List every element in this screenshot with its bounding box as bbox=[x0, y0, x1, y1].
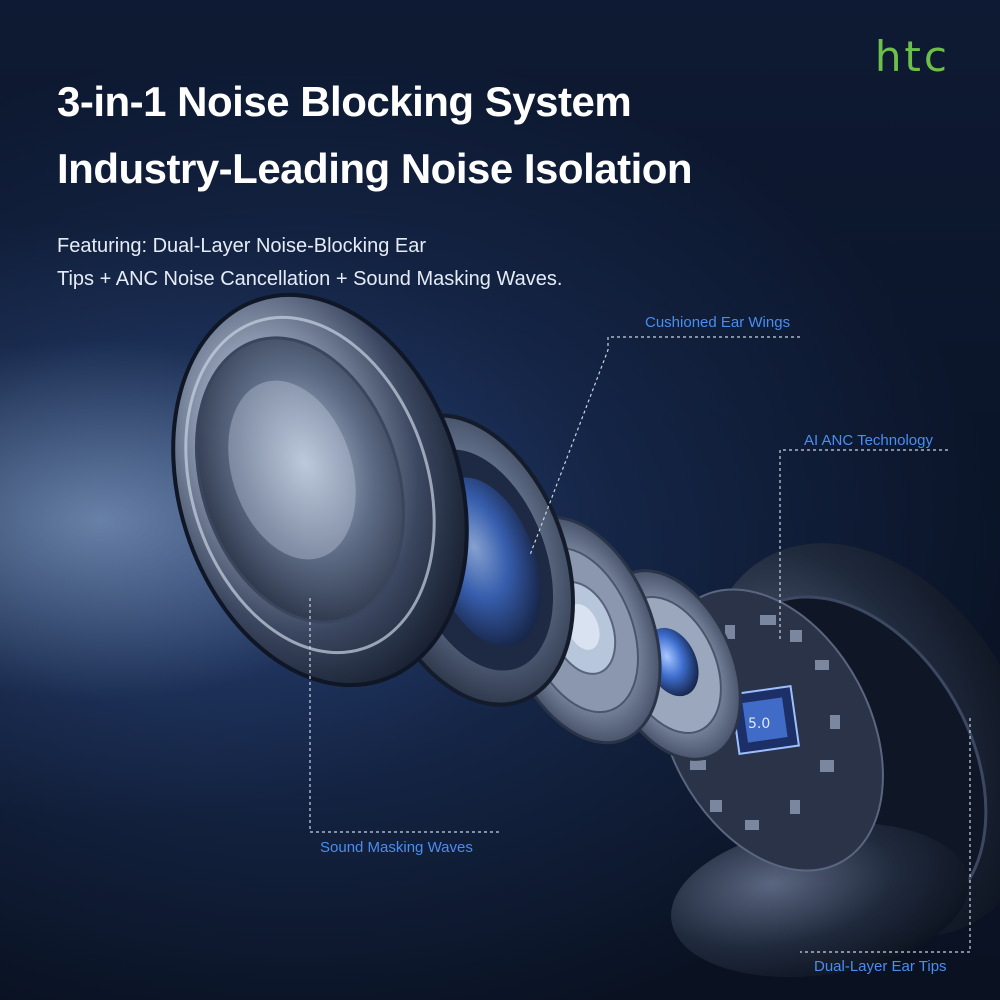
headline-line-2: Industry-Leading Noise Isolation bbox=[57, 145, 693, 192]
callout-ai-anc-technology: AI ANC Technology bbox=[804, 432, 933, 449]
description-line-1: Featuring: Dual-Layer Noise-Blocking Ear bbox=[57, 235, 427, 257]
htc-logo: htc bbox=[874, 32, 950, 81]
callout-dual-layer-ear-tips: Dual-Layer Ear Tips bbox=[814, 958, 947, 975]
callout-line-anc bbox=[779, 449, 948, 640]
callout-line-ear-wings bbox=[529, 336, 800, 556]
front-cap bbox=[171, 292, 469, 688]
description-line-2: Tips + ANC Noise Cancellation + Sound Ma… bbox=[57, 268, 563, 290]
feature-description: Featuring: Dual-Layer Noise-Blocking Ear… bbox=[57, 230, 657, 296]
chip-label: 5.0 bbox=[748, 716, 770, 732]
callout-sound-masking-waves: Sound Masking Waves bbox=[320, 839, 473, 856]
callout-line-sound-masking bbox=[309, 598, 500, 833]
callout-cushioned-ear-wings: Cushioned Ear Wings bbox=[645, 314, 791, 331]
callout-lines bbox=[309, 336, 971, 953]
callout-line-ear-tips bbox=[800, 718, 971, 953]
headline-line-1: 3-in-1 Noise Blocking System bbox=[57, 78, 632, 125]
